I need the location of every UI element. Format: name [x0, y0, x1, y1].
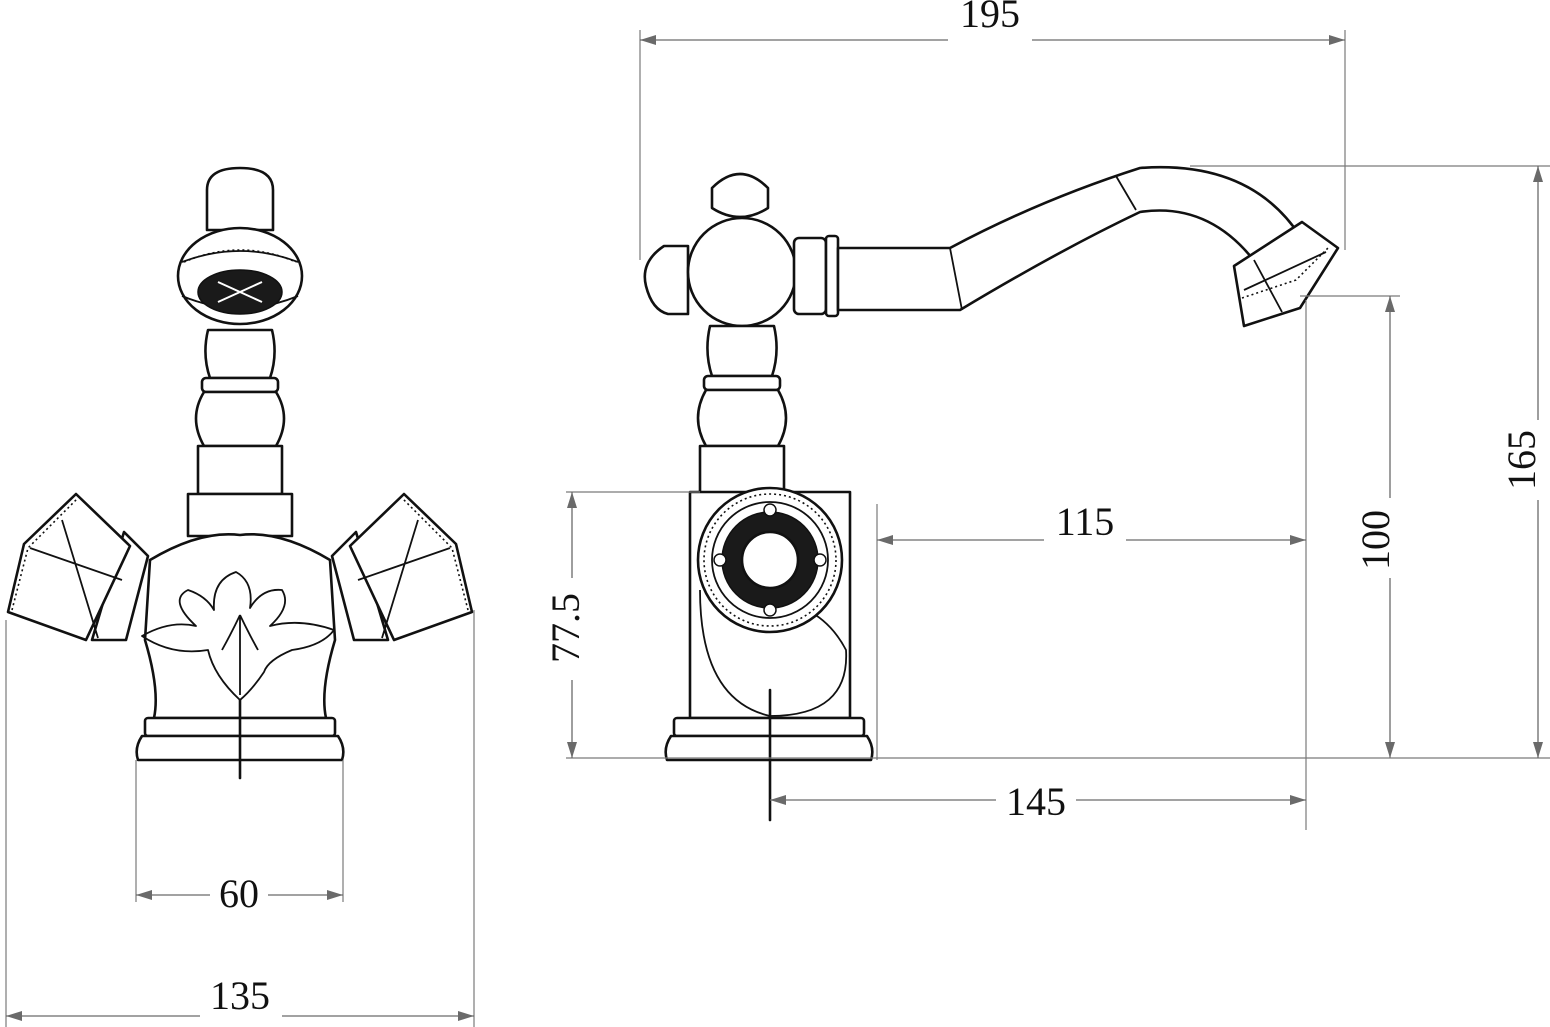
dim-label-165: 165: [1499, 430, 1544, 490]
dim-total-width: 135: [5, 610, 475, 1027]
front-spout-cap: [205, 166, 275, 232]
dim-base-width: 60: [135, 760, 344, 916]
dim-handle-height: 77.5: [543, 491, 1400, 759]
dim-label-135: 135: [210, 973, 270, 1018]
front-aerator: [176, 226, 304, 326]
dim-label-195: 195: [960, 0, 1020, 36]
dim-label-115: 115: [1056, 499, 1115, 544]
dim-spout-height: 100: [1300, 295, 1400, 758]
dim-label-77-5: 77.5: [543, 593, 588, 663]
dim-label-100: 100: [1353, 510, 1398, 570]
front-column: [186, 328, 294, 538]
dim-overall-height: 165: [1190, 165, 1550, 759]
side-top-knob: [710, 172, 770, 219]
dim-spout-projection: 115: [876, 300, 1307, 830]
leaf-ornament: [141, 571, 335, 701]
side-spout-collar: [792, 234, 840, 318]
front-left-handle: [6, 492, 150, 642]
side-medallion: [696, 486, 844, 634]
dim-spout-reach: 145: [770, 779, 1306, 824]
side-column: [696, 324, 788, 496]
side-center-hub: [686, 216, 798, 328]
side-view: [643, 165, 1340, 822]
dim-label-60: 60: [219, 871, 259, 916]
side-spout-arm: [836, 165, 1302, 312]
side-left-knob: [643, 244, 690, 316]
front-view: [6, 166, 474, 780]
side-aerator: [1232, 220, 1340, 328]
front-right-handle: [330, 492, 474, 642]
dim-label-145: 145: [1006, 779, 1066, 824]
dim-overall-length: 195: [639, 0, 1346, 260]
